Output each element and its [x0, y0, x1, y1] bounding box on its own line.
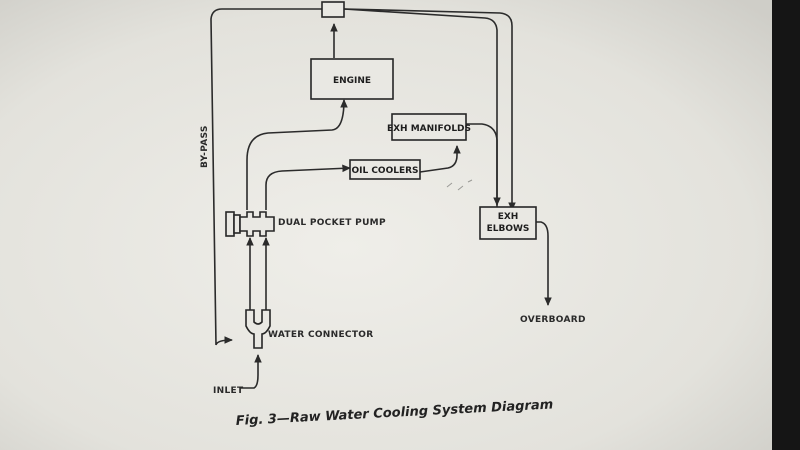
- bypass-label: BY-PASS: [200, 125, 210, 168]
- exh-elbows-label-line1: EXH: [498, 212, 519, 222]
- exh-manifolds-label: EXH MANIFOLDS: [387, 124, 471, 134]
- exh-elbows-box: [479, 206, 537, 240]
- dual-pocket-pump-symbol: [225, 211, 275, 237]
- thermostat-housing: [321, 1, 345, 18]
- pipe-pump-engine: [246, 99, 348, 210]
- overboard-label: OVERBOARD: [520, 315, 586, 325]
- pipe-elbows-overboard: [536, 221, 552, 306]
- pipe-manifolds-elbows: [466, 123, 501, 206]
- inlet-label: INLET: [213, 386, 244, 396]
- pipe-top-left: [210, 8, 322, 346]
- exh-manifolds-box: [391, 113, 467, 141]
- pipe-inlet: [240, 354, 262, 389]
- oil-coolers-box: [349, 159, 421, 180]
- pipe-oilcoolers-manifolds: [419, 145, 461, 173]
- pipe-pump-oilcoolers: [265, 164, 351, 210]
- exh-elbows-label-line2: ELBOWS: [487, 224, 530, 234]
- pipe-top-right-branch: [343, 8, 498, 210]
- engine-label: ENGINE: [333, 76, 371, 86]
- oil-coolers-label: OIL COOLERS: [351, 166, 418, 176]
- pipe-top-right: [343, 8, 516, 211]
- monitor-bezel: [772, 0, 800, 450]
- dual-pocket-pump-label: DUAL POCKET PUMP: [278, 218, 386, 228]
- water-connector-symbol: [245, 309, 271, 349]
- page-smudge: [446, 179, 473, 191]
- engine-box: [310, 58, 394, 100]
- water-connector-label: WATER CONNECTOR: [268, 330, 373, 340]
